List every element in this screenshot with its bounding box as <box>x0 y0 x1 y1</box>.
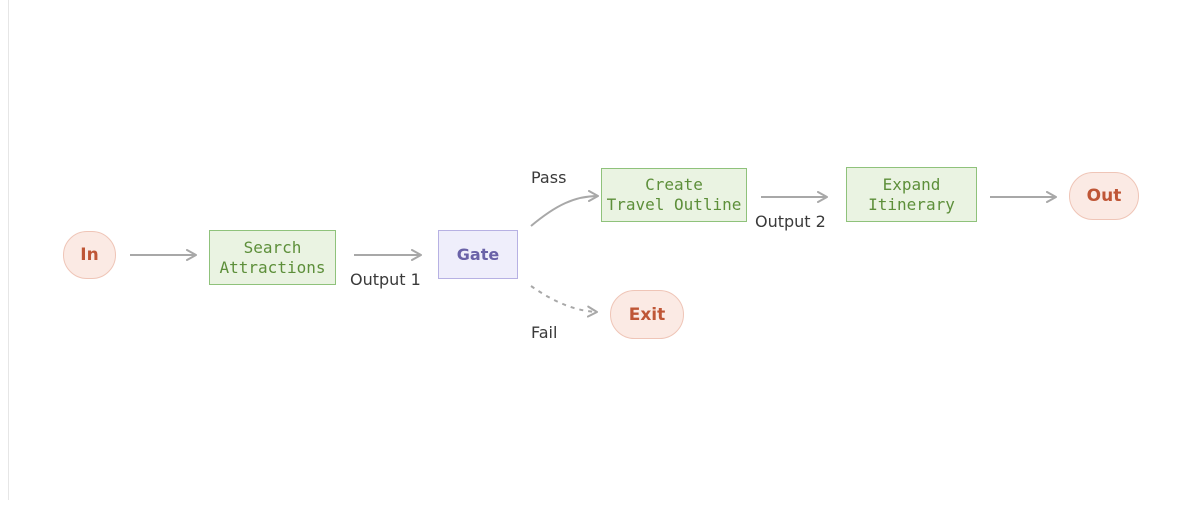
node-in: In <box>63 231 116 279</box>
node-out: Out <box>1069 172 1139 220</box>
left-border-line <box>8 0 9 500</box>
node-exit: Exit <box>610 290 684 339</box>
node-search-attractions: Search Attractions <box>209 230 336 285</box>
edge-label-fail: Fail <box>531 323 558 342</box>
node-gate: Gate <box>438 230 518 279</box>
edge-label-pass: Pass <box>531 168 567 187</box>
edge-label-output-2: Output 2 <box>755 212 826 231</box>
edge-gate-fail-to-exit <box>530 285 598 318</box>
node-create-travel-outline: Create Travel Outline <box>601 168 747 222</box>
edge-gate-pass-to-outline <box>530 190 599 227</box>
edge-label-output-1: Output 1 <box>350 270 421 289</box>
node-expand-itinerary: Expand Itinerary <box>846 167 977 222</box>
